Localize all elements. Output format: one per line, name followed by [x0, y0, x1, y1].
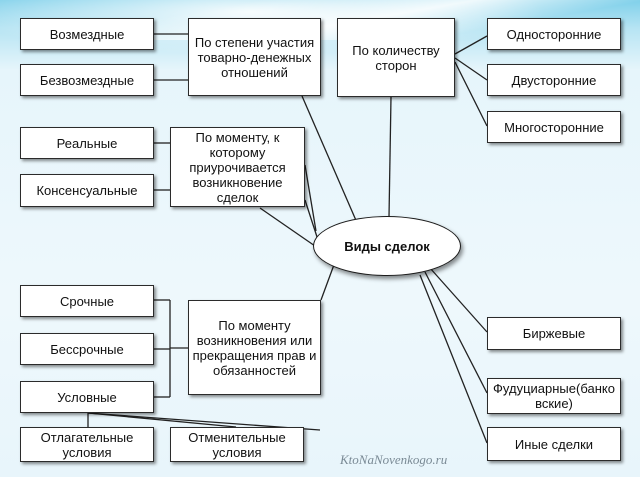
connector-participation-center	[301, 95, 359, 226]
type-real-box: Реальные	[20, 127, 154, 159]
connector-fiduciary	[424, 271, 488, 394]
center-label: Виды сделок	[344, 238, 430, 254]
criterion-participation-box: По степени участия товарно-денежных отно…	[188, 18, 321, 96]
criterion-moment-termination-box: По моменту возникновения или прекращения…	[188, 300, 321, 395]
connector-bilateral	[454, 57, 488, 81]
type-multilateral-box: Многосторонние	[487, 111, 621, 143]
center-node: Виды сделок	[313, 216, 461, 276]
criterion-participation-label: По степени участия товарно-денежных отно…	[194, 34, 315, 80]
type-free-box: Безвозмездные	[20, 64, 154, 96]
type-fiduciary-box: Фудуциарные(банковские)	[487, 378, 621, 414]
type-urgent-label: Срочные	[59, 293, 115, 309]
type-unilateral-box: Односторонние	[487, 18, 621, 50]
connector-exchange	[429, 267, 488, 333]
criterion-moment-origin-box: По моменту, к которому приурочивается во…	[170, 127, 305, 207]
criterion-moment-termination-label: По моменту возникновения или прекращения…	[192, 317, 317, 378]
connector-termination-center	[320, 261, 336, 301]
type-suspensive-label: Отлагательные условия	[40, 429, 134, 460]
type-unilateral-label: Односторонние	[506, 26, 602, 42]
type-real-label: Реальные	[56, 135, 118, 151]
type-bilateral-label: Двусторонние	[511, 72, 597, 88]
type-conditional-label: Условные	[57, 389, 117, 405]
type-other-box: Иные сделки	[487, 427, 621, 461]
connector-unilateral	[454, 35, 488, 55]
type-urgent-box: Срочные	[20, 285, 154, 317]
type-exchange-box: Биржевые	[487, 317, 621, 350]
type-other-label: Иные сделки	[514, 436, 594, 452]
type-conditional-box: Условные	[20, 381, 154, 413]
criterion-parties-box: По количеству сторон	[337, 18, 455, 97]
type-paid-label: Возмездные	[49, 26, 125, 42]
connector-multilateral	[454, 61, 488, 127]
type-resolutive-box: Отменительные условия	[170, 427, 304, 462]
type-paid-box: Возмездные	[20, 18, 154, 50]
type-consensual-box: Консенсуальные	[20, 174, 154, 207]
type-fiduciary-label: Фудуциарные(банковские)	[493, 381, 615, 411]
connector-origin-center-a	[304, 164, 317, 232]
connector-other	[419, 274, 488, 444]
type-free-label: Безвозмездные	[39, 72, 135, 88]
type-consensual-label: Консенсуальные	[36, 183, 138, 198]
watermark: KtoNaNovenkogo.ru	[340, 452, 448, 467]
connector-origin-center-b	[304, 199, 319, 241]
type-suspensive-box: Отлагательные условия	[20, 427, 154, 462]
type-exchange-label: Биржевые	[522, 326, 586, 341]
type-resolutive-label: Отменительные условия	[188, 429, 286, 460]
connector-parties-center	[388, 96, 392, 218]
type-multilateral-label: Многосторонние	[504, 119, 604, 135]
type-indefinite-label: Бессрочные	[50, 341, 124, 357]
connector-origin-center-c	[259, 207, 316, 247]
criterion-parties-label: По количеству сторон	[352, 42, 440, 73]
type-indefinite-box: Бессрочные	[20, 333, 154, 365]
criterion-moment-origin-label: По моменту, к которому приурочивается во…	[189, 129, 286, 205]
type-bilateral-box: Двусторонние	[487, 64, 621, 96]
